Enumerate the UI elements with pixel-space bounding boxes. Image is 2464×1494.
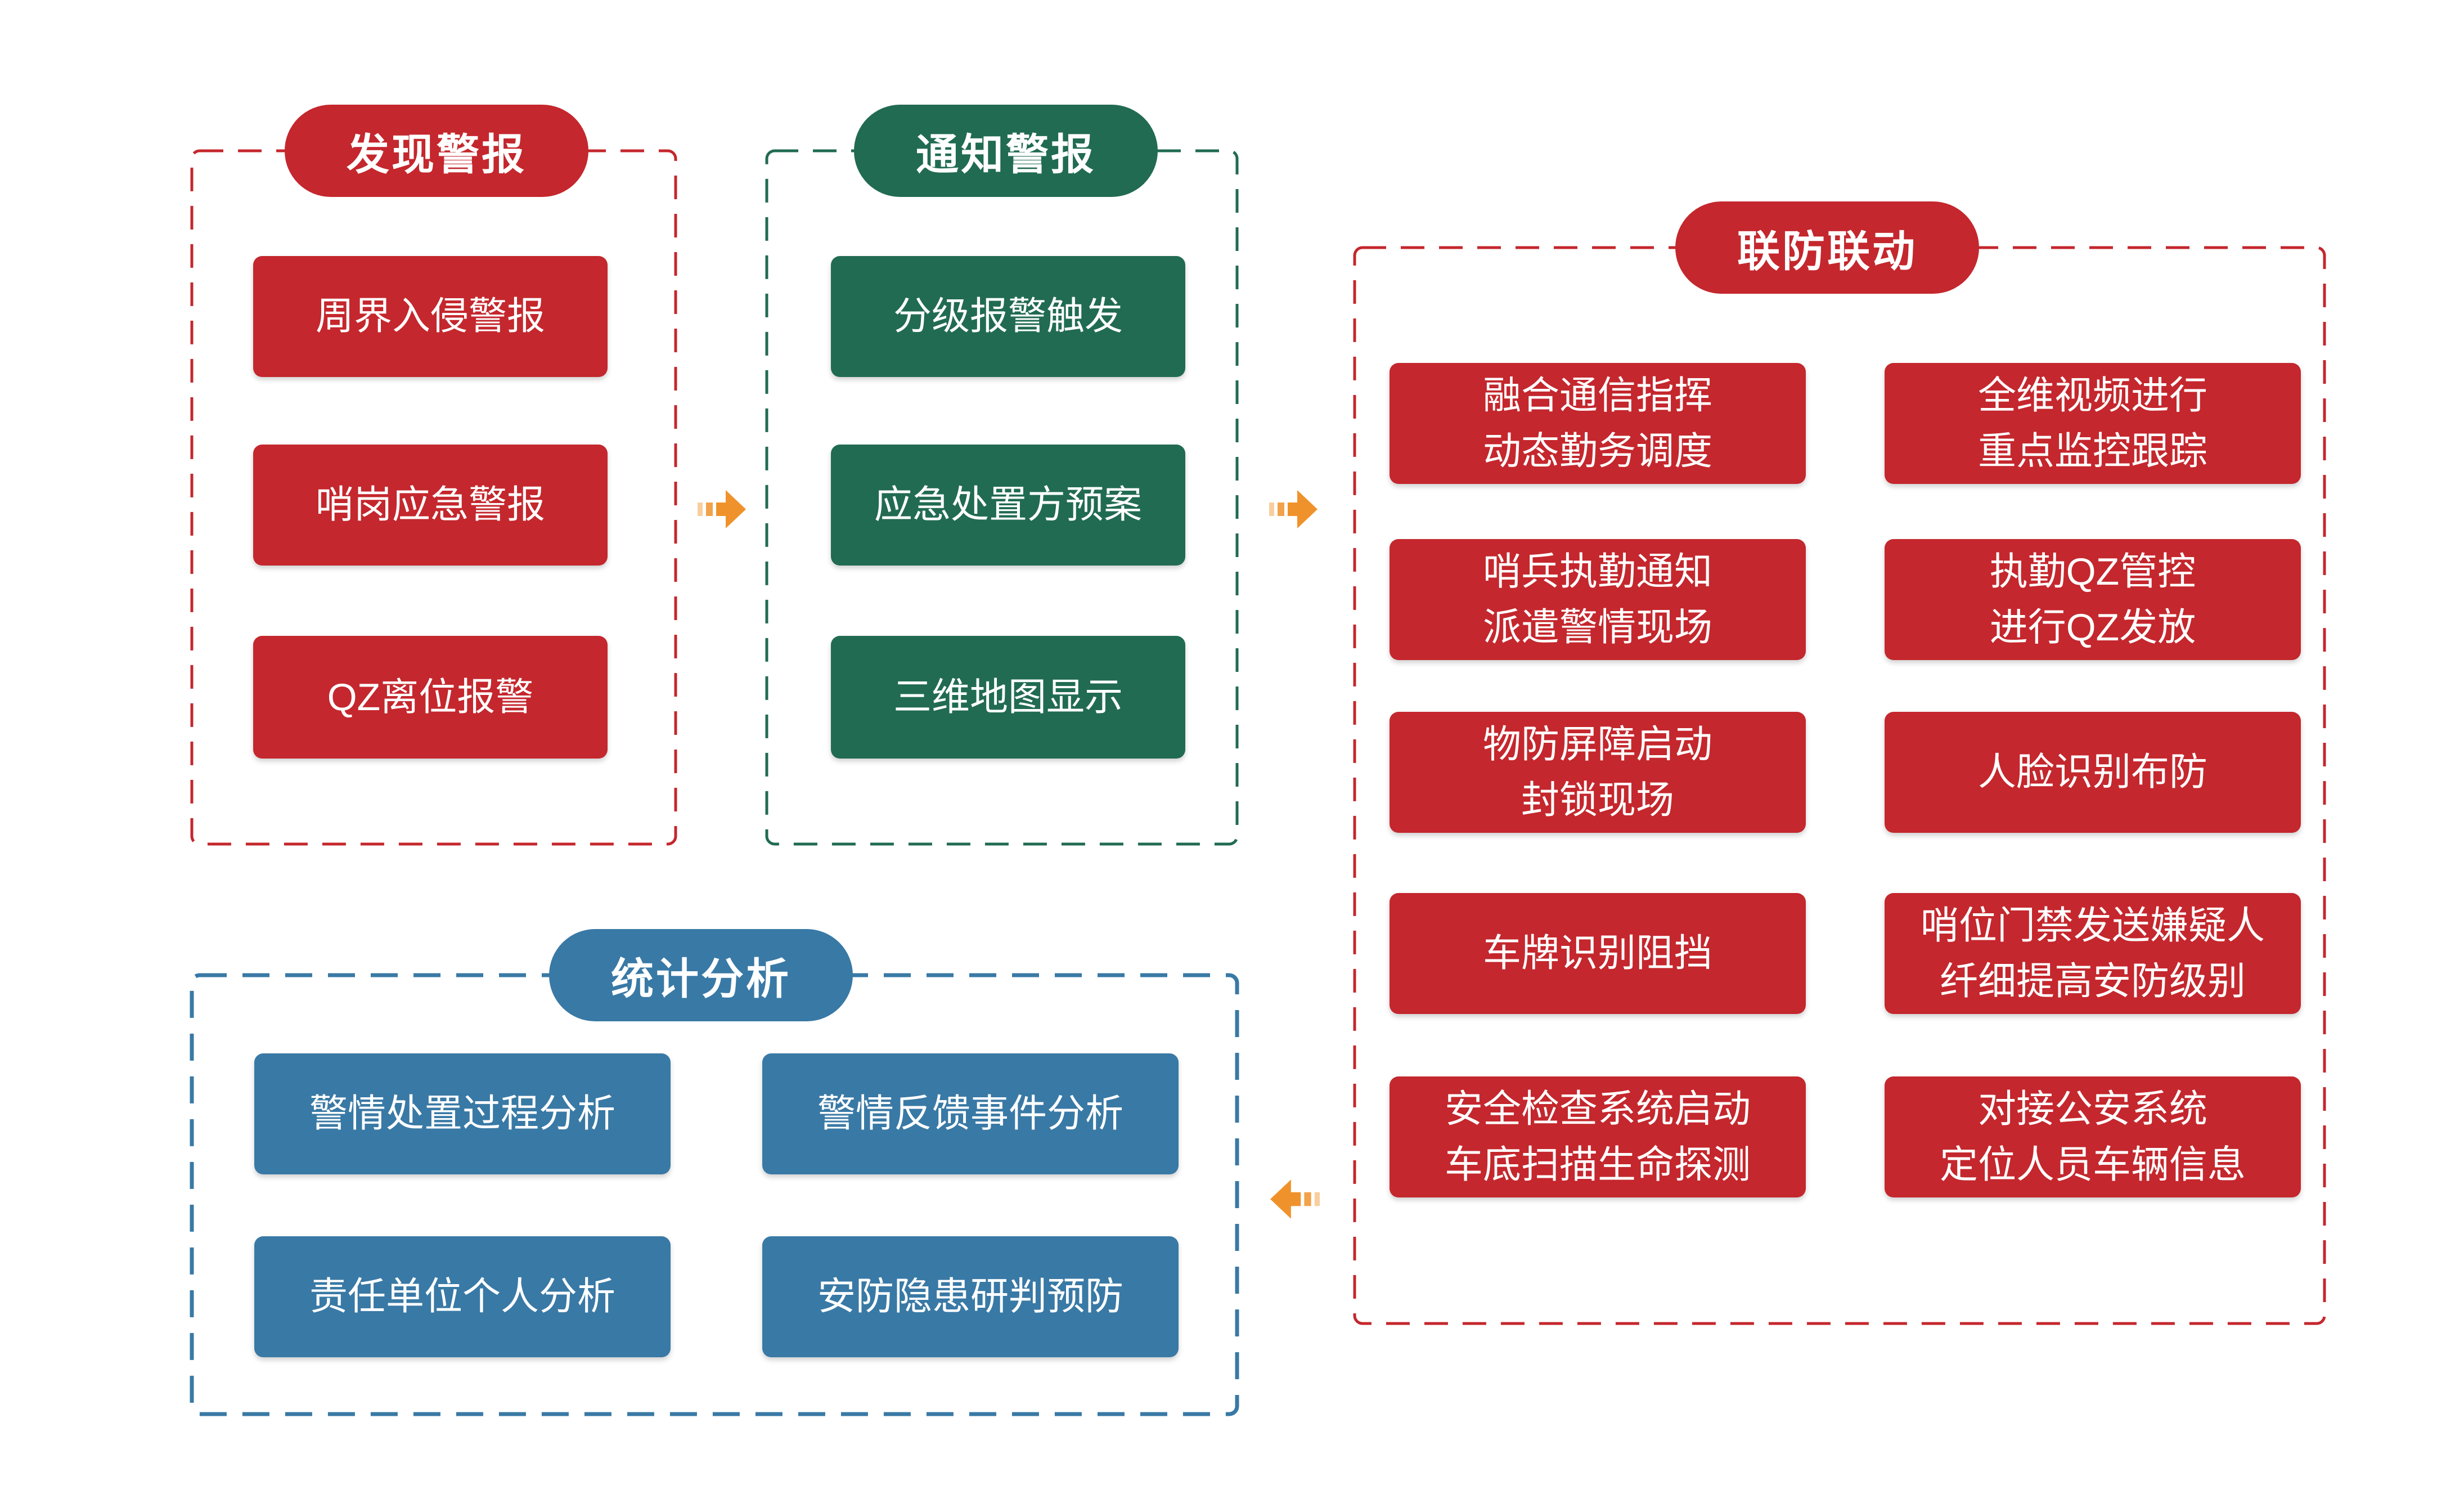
stats-node: 安防隐患研判预防 <box>762 1236 1179 1357</box>
flow-arrow-right-icon <box>1269 490 1318 528</box>
stats-node: 责任单位个人分析 <box>254 1236 671 1357</box>
linkage-node: 物防屏障启动 封锁现场 <box>1390 712 1806 833</box>
linkage-node: 对接公安系统 定位人员车辆信息 <box>1885 1076 2301 1197</box>
linkage-node: 安全检查系统启动 车底扫描生命探测 <box>1390 1076 1806 1197</box>
notify-node: 三维地图显示 <box>831 636 1185 759</box>
linkage-node: 哨位门禁发送嫌疑人 纤细提高安防级别 <box>1885 893 2301 1014</box>
stats-node: 警情反馈事件分析 <box>762 1053 1179 1174</box>
notify-group-border <box>765 149 1239 846</box>
linkage-node: 人脸识别布防 <box>1885 712 2301 833</box>
linkage-node: 哨兵执勤通知 派遣警情现场 <box>1390 539 1806 660</box>
notify-node: 分级报警触发 <box>831 256 1185 377</box>
discover-node: 哨岗应急警报 <box>253 445 608 566</box>
discover-node: QZ离位报警 <box>253 636 608 759</box>
notify-group-title: 通知警报 <box>854 105 1158 197</box>
flow-arrow-right-icon <box>698 490 746 528</box>
linkage-node: 全维视频进行 重点监控跟踪 <box>1885 363 2301 484</box>
flow-arrow-left-icon <box>1270 1179 1320 1219</box>
discover-group-title: 发现警报 <box>285 105 588 197</box>
linkage-node: 执勤QZ管控 进行QZ发放 <box>1885 539 2301 660</box>
linkage-group-title: 联防联动 <box>1675 201 1979 294</box>
notify-node: 应急处置方预案 <box>831 445 1185 566</box>
stats-node: 警情处置过程分析 <box>254 1053 671 1174</box>
discover-node: 周界入侵警报 <box>253 256 608 377</box>
linkage-node: 融合通信指挥 动态勤务调度 <box>1390 363 1806 484</box>
linkage-node: 车牌识别阻挡 <box>1390 893 1806 1014</box>
stats-group-title: 统计分析 <box>549 929 853 1021</box>
